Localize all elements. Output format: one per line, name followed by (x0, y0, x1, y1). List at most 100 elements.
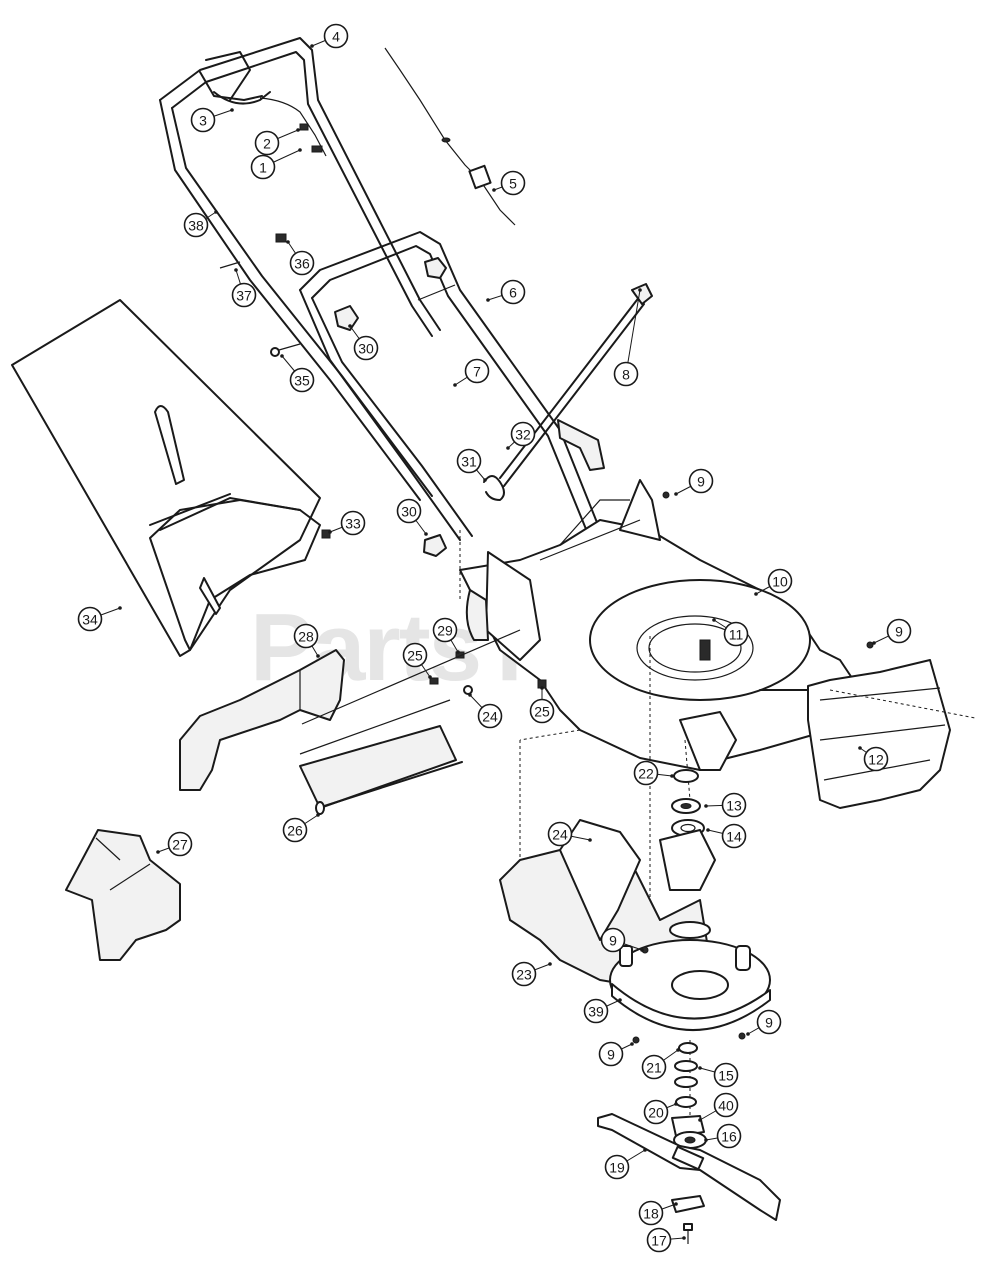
callout-arrowhead (638, 288, 642, 292)
stacked-washers-upper (671, 769, 705, 837)
callout-circle (863, 746, 889, 772)
callout-number: 3 (199, 113, 207, 129)
callout-circle (231, 282, 257, 308)
callout-9: 9 (598, 1041, 634, 1067)
callout-18: 18 (638, 1200, 678, 1226)
callout-number: 31 (461, 454, 477, 470)
callout-arrowhead (296, 128, 300, 132)
callout-12: 12 (858, 746, 889, 772)
callout-arrowhead (310, 44, 314, 48)
callout-arrowhead (506, 446, 510, 450)
callout-number: 6 (509, 285, 517, 301)
callout-38: 38 (183, 210, 218, 238)
callout-25: 25 (402, 642, 432, 679)
callout-number: 8 (622, 367, 630, 383)
callout-number: 1 (259, 160, 267, 176)
callout-arrowhead (156, 850, 160, 854)
callout-arrowhead (453, 383, 457, 387)
callout-4: 4 (310, 23, 349, 49)
callout-27: 27 (156, 831, 193, 857)
callout-number: 2 (263, 136, 271, 152)
callout-number: 33 (345, 516, 361, 532)
callout-circle (464, 358, 490, 384)
callout-circle (500, 279, 526, 305)
callout-arrowhead (706, 828, 710, 832)
callout-32: 32 (506, 421, 536, 450)
callout-number: 15 (718, 1068, 734, 1084)
callout-number: 16 (721, 1129, 737, 1145)
callout-number: 19 (609, 1160, 625, 1176)
callout-circle (282, 817, 308, 843)
callout-number: 13 (726, 798, 742, 814)
callout-number: 30 (358, 341, 374, 357)
callout-number: 17 (651, 1233, 667, 1249)
control-bail (213, 91, 327, 157)
callout-circle (613, 361, 639, 387)
upper-handle (159, 37, 441, 501)
handle-hardware (219, 233, 456, 557)
callout-9: 9 (872, 618, 912, 645)
callout-circle (500, 170, 526, 196)
callout-circle (583, 998, 609, 1024)
callout-17: 17 (646, 1227, 686, 1253)
drive-cover (609, 921, 771, 1031)
callout-circle (511, 961, 537, 987)
callout-20: 20 (643, 1099, 678, 1125)
callout-arrowhead (670, 774, 674, 778)
callout-arrowhead (746, 1032, 750, 1036)
callout-circle (646, 1227, 672, 1253)
callout-circle (688, 468, 714, 494)
callout-24: 24 (547, 821, 592, 847)
callout-9: 9 (600, 927, 644, 953)
callout-number: 37 (236, 288, 252, 304)
callout-circle (641, 1054, 667, 1080)
callout-circle (396, 498, 422, 524)
callout-circle (767, 568, 793, 594)
callout-9: 9 (674, 468, 714, 496)
callout-circle (604, 1154, 630, 1180)
deck-guide-line-2 (559, 499, 630, 546)
callout-arrowhead (698, 1118, 702, 1122)
callout-number: 9 (607, 1047, 615, 1063)
callout-arrowhead (468, 693, 472, 697)
callout-arrowhead (630, 1042, 634, 1046)
rear-flap (299, 725, 463, 815)
callout-circle (598, 1041, 624, 1067)
callout-number: 9 (697, 474, 705, 490)
callout-arrowhead (234, 268, 238, 272)
callout-number: 30 (401, 504, 417, 520)
rear-rod-2 (299, 699, 451, 755)
callout-arrowhead (682, 1236, 686, 1240)
callout-arrowhead (424, 532, 428, 536)
callout-number: 9 (609, 933, 617, 949)
callout-circle (643, 1099, 669, 1125)
callout-circle (600, 927, 626, 953)
stacked-washers-lower (671, 1042, 707, 1149)
callout-circle (547, 821, 573, 847)
callout-number: 11 (729, 627, 744, 643)
callout-number: 40 (718, 1098, 734, 1114)
callout-29: 29 (432, 617, 460, 654)
callout-number: 38 (188, 218, 204, 234)
callout-number: 39 (588, 1004, 604, 1020)
callout-8: 8 (613, 288, 642, 387)
callout-arrowhead (328, 530, 332, 534)
callout-arrowhead (230, 108, 234, 112)
callout-number: 27 (172, 837, 188, 853)
callout-26: 26 (282, 813, 320, 843)
callout-circle (289, 367, 315, 393)
callout-circle (432, 617, 458, 643)
callout-number: 9 (765, 1015, 773, 1031)
callout-1: 1 (250, 148, 302, 180)
callout-arrowhead (588, 838, 592, 842)
callout-number: 12 (868, 752, 884, 768)
callout-39: 39 (583, 998, 622, 1024)
callout-30: 30 (348, 324, 379, 361)
callout-arrowhead (540, 686, 544, 690)
callout-30: 30 (396, 498, 428, 536)
callout-circle (713, 1062, 739, 1088)
callout-circle (289, 250, 315, 276)
callout-arrowhead (286, 240, 290, 244)
callout-arrowhead (643, 1148, 647, 1152)
